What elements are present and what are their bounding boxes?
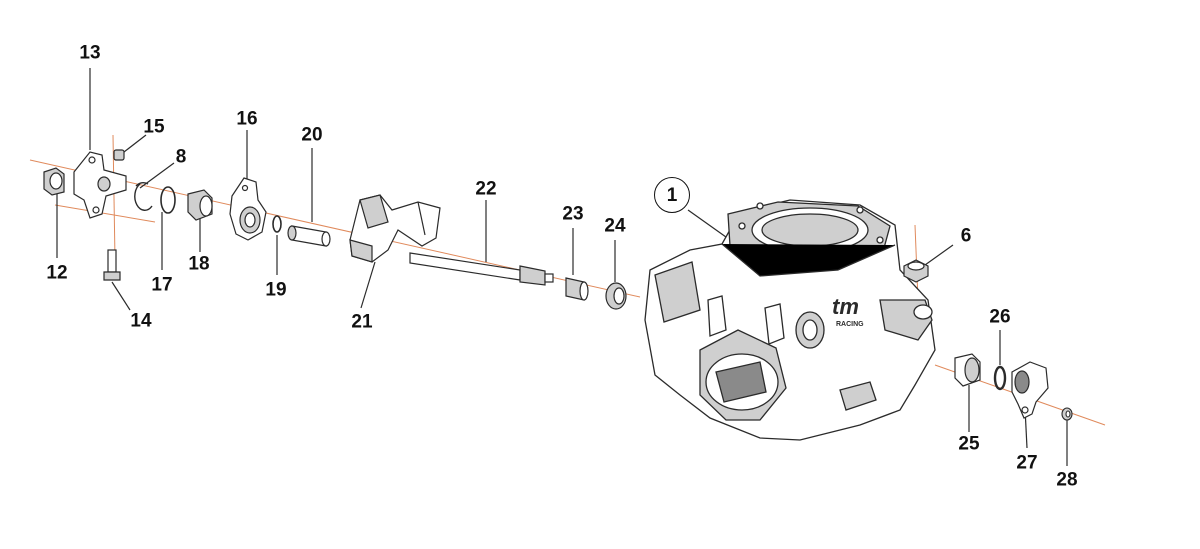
callout-part-13: 13 (79, 42, 101, 64)
callout-part-22: 22 (475, 178, 497, 200)
callout-part-19: 19 (265, 279, 287, 301)
part-22-shaft (409, 252, 554, 286)
part-1-cylinder (644, 199, 936, 441)
part-12-nut (43, 167, 65, 196)
callout-part-24: 24 (604, 215, 626, 237)
part-18-bushing (187, 189, 213, 221)
callout-part-26: 26 (989, 306, 1011, 328)
part-21-valve-blade (349, 194, 441, 263)
cylinder-logo-subtext: RACING (836, 321, 864, 328)
callout-part-23: 23 (562, 203, 584, 225)
callout-part-27: 27 (1016, 452, 1038, 474)
callout-part-20: 20 (301, 124, 323, 146)
part-13-lever (73, 151, 127, 219)
callout-part-1: 1 (654, 177, 690, 213)
part-19-o-ring (272, 215, 282, 233)
part-15-pin (113, 149, 125, 161)
cylinder-logo-mark: tm (832, 294, 859, 319)
part-24-washer (605, 282, 627, 310)
part-27-cover (1011, 361, 1049, 419)
callout-part-16: 16 (236, 108, 258, 130)
part-25-bushing (954, 353, 981, 387)
part-26-ring (993, 365, 1007, 391)
callout-part-15: 15 (143, 116, 165, 138)
part-14-bolt (103, 249, 121, 281)
callout-part-21: 21 (351, 311, 373, 333)
part-20-sleeve (287, 225, 331, 247)
part-17-ring (160, 186, 176, 214)
part-16-flange (229, 177, 267, 241)
callout-part-14: 14 (130, 310, 152, 332)
part-8-circlip (134, 182, 153, 211)
callout-part-25: 25 (958, 433, 980, 455)
callout-part-18: 18 (188, 253, 210, 275)
part-28-washer (1061, 407, 1073, 421)
part-6-nut (903, 259, 929, 283)
callout-part-17: 17 (151, 274, 173, 296)
part-23-bushing (565, 277, 589, 301)
callout-part-6: 6 (960, 225, 972, 247)
callout-part-8: 8 (175, 146, 187, 168)
callout-part-28: 28 (1056, 469, 1078, 491)
callout-leader-lines (56, 68, 1068, 466)
callout-part-12: 12 (46, 262, 68, 284)
